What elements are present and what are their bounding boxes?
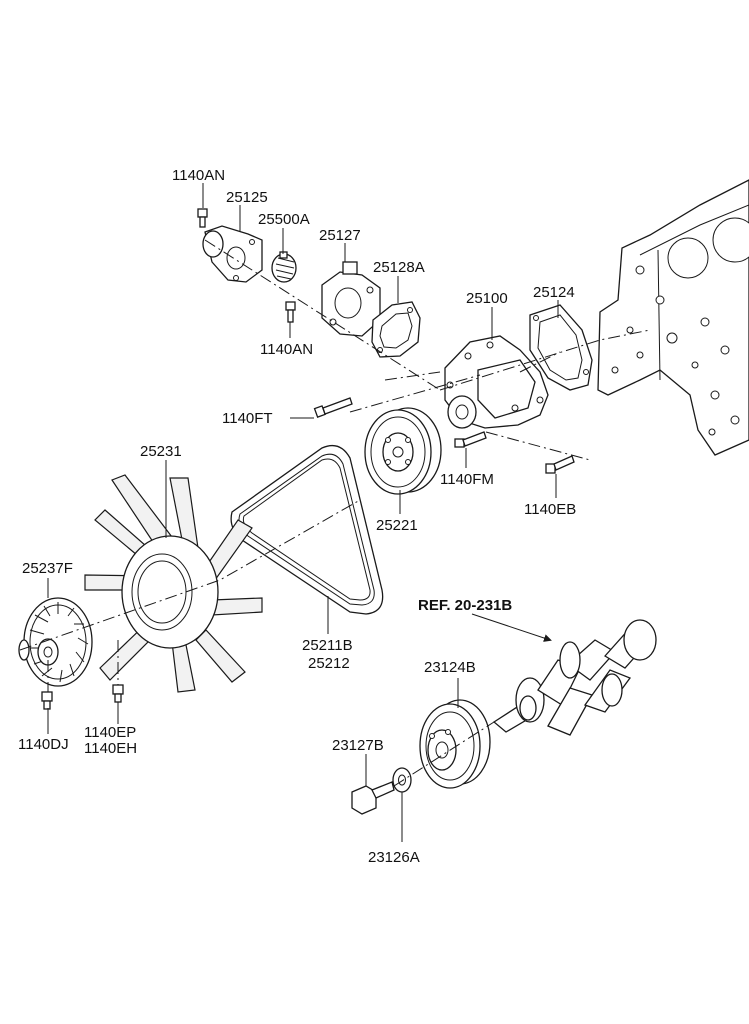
label-25100: 25100 — [466, 290, 508, 307]
cooling-fan-25231 — [84, 474, 263, 693]
crankshaft-pulley-23124B — [419, 699, 491, 789]
label-25231: 25231 — [140, 443, 182, 460]
washer-23126A — [392, 767, 412, 793]
label-25124: 25124 — [533, 284, 575, 301]
bolt-1140DJ — [41, 691, 53, 710]
label-1140DJ: 1140DJ — [18, 736, 69, 753]
label-23127B: 23127B — [332, 737, 384, 754]
bolt-1140AN-bottom — [285, 301, 296, 323]
label-25500A: 25500A — [258, 211, 310, 228]
label-23126A: 23126A — [368, 849, 420, 866]
engine-block — [597, 179, 749, 456]
bolt-1140EP — [112, 684, 124, 703]
label-1140EB: 1140EB — [524, 501, 576, 518]
bolt-1140AN-top — [197, 208, 208, 228]
label-ref-20-231B: REF. 20-231B — [418, 597, 512, 614]
assembly-center-lines — [19, 239, 651, 787]
gasket-25128A — [371, 301, 421, 358]
label-1140EP: 1140EP — [84, 724, 136, 741]
bolt-1140FM — [454, 431, 487, 448]
thermostat-housing-25127 — [321, 261, 381, 337]
label-1140AN-top: 1140AN — [172, 167, 225, 184]
label-25212: 25212 — [308, 655, 350, 672]
label-25237F: 25237F — [22, 560, 73, 577]
bolt-23127B — [351, 781, 395, 815]
water-outlet-fitting-25125 — [202, 225, 263, 283]
gasket-25124 — [529, 304, 593, 391]
thermostat-25500A — [271, 251, 297, 283]
crankshaft — [492, 619, 657, 736]
part-labels: 1140AN 25125 25500A 25127 25128A 25100 2… — [18, 167, 576, 866]
label-25127: 25127 — [319, 227, 361, 244]
label-23124B: 23124B — [424, 659, 476, 676]
label-1140AN-bottom: 1140AN — [260, 341, 313, 358]
bolt-1140EB — [545, 455, 575, 474]
v-belt-25211B — [230, 444, 384, 615]
label-25221: 25221 — [376, 517, 418, 534]
label-25128A: 25128A — [373, 259, 425, 276]
fan-clutch-25237F — [18, 597, 93, 687]
leader-lines — [47, 183, 559, 842]
water-pump-pulley-25221 — [364, 407, 442, 495]
label-1140FT: 1140FT — [222, 410, 273, 427]
label-25211B: 25211B — [302, 637, 353, 654]
water-pump-25100 — [444, 335, 549, 429]
bolt-1140FT — [313, 397, 353, 418]
label-25125: 25125 — [226, 189, 268, 206]
label-1140FM: 1140FM — [440, 471, 494, 488]
label-1140EH: 1140EH — [84, 740, 137, 757]
